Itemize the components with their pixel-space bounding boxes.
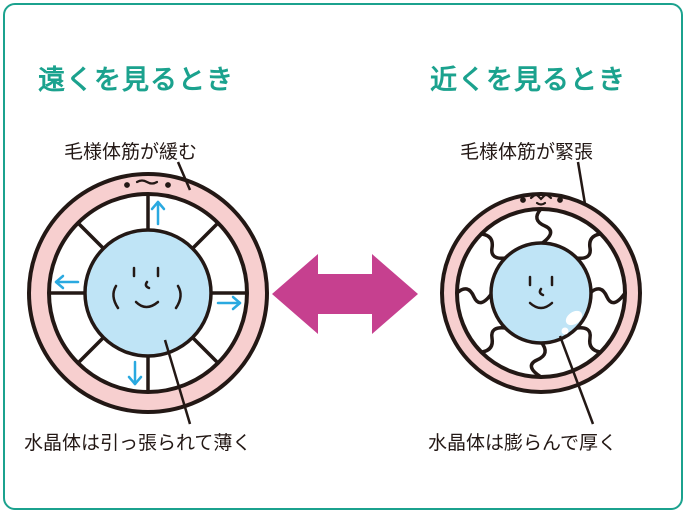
far-lens-face — [112, 266, 182, 310]
near-zonules-wavy — [455, 207, 627, 379]
near-lens-label: 水晶体は膨らんで厚く — [428, 432, 618, 454]
near-lens-face — [528, 275, 554, 310]
far-lens-label: 水晶体は引っ張られて薄く — [24, 432, 252, 454]
panel-frame — [3, 3, 683, 510]
far-stretch-arrows — [54, 200, 242, 386]
stretch-arrow-right-icon — [216, 295, 242, 311]
near-lens-highlight — [561, 310, 583, 335]
near-eye — [440, 161, 642, 425]
far-zonule-spokes — [49, 194, 247, 392]
stretch-arrow-down-icon — [127, 360, 143, 386]
near-muscle-leader — [576, 161, 587, 205]
near-vision-title: 近くを見るとき — [430, 65, 626, 96]
far-ring-face — [124, 179, 171, 188]
near-lens-leader — [558, 335, 595, 425]
far-vision-title: 遠くを見るとき — [38, 65, 234, 96]
far-eye — [27, 161, 269, 425]
near-ring-face — [520, 192, 563, 206]
far-muscle-leader — [176, 161, 192, 191]
far-lens — [83, 228, 213, 358]
near-muscle-label: 毛様体筋が緊張 — [460, 141, 594, 163]
far-lens-leader — [163, 339, 192, 425]
stretch-arrow-left-icon — [54, 274, 80, 290]
stretch-arrow-up-icon — [150, 200, 166, 226]
far-muscle-label: 毛様体筋が緩む — [64, 141, 198, 163]
double-arrow-icon — [272, 254, 418, 334]
